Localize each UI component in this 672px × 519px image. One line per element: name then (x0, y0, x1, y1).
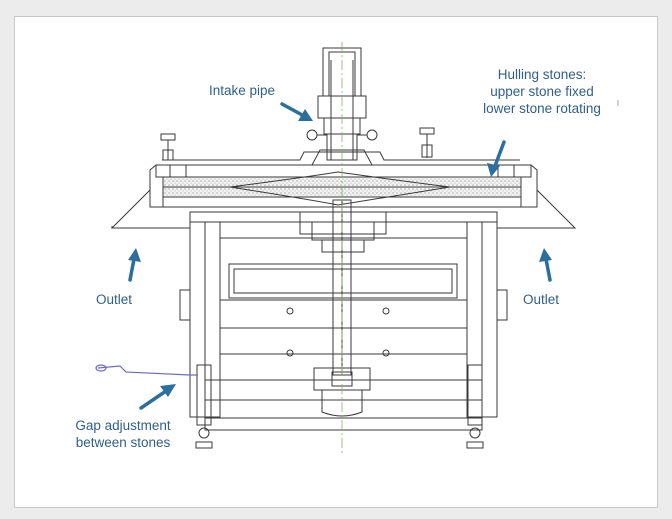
arrow-intake-pipe (280, 102, 313, 121)
diagram-panel (14, 16, 658, 508)
arrow-outlet-left (128, 248, 141, 282)
label-hulling-stones-line1: Hulling stones: (497, 67, 587, 82)
label-gap-adjustment-line1: Gap adjustment (75, 418, 171, 433)
label-gap-adjustment-line2: between stones (75, 435, 171, 450)
label-hulling-stones: Hulling stones: upper stone fixed lower … (472, 66, 612, 117)
stone-housing (149, 149, 538, 208)
gap-adjustment-lever (95, 364, 198, 376)
annotation-arrows (128, 102, 552, 410)
machine-frame (179, 199, 508, 449)
arrow-hulling-stones (487, 140, 506, 177)
label-outlet-left: Outlet (96, 292, 133, 307)
label-hulling-stones-line3: lower stone rotating (483, 101, 601, 116)
label-intake-pipe: Intake pipe (209, 83, 276, 98)
arrow-gap-adjustment (139, 384, 176, 410)
label-gap-adjustment: Gap adjustment between stones (60, 417, 186, 451)
arrow-outlet-right (539, 248, 552, 282)
label-outlet-right: Outlet (523, 292, 560, 307)
top-bolts (160, 127, 435, 161)
label-hulling-stones-line2: upper stone fixed (490, 84, 594, 99)
